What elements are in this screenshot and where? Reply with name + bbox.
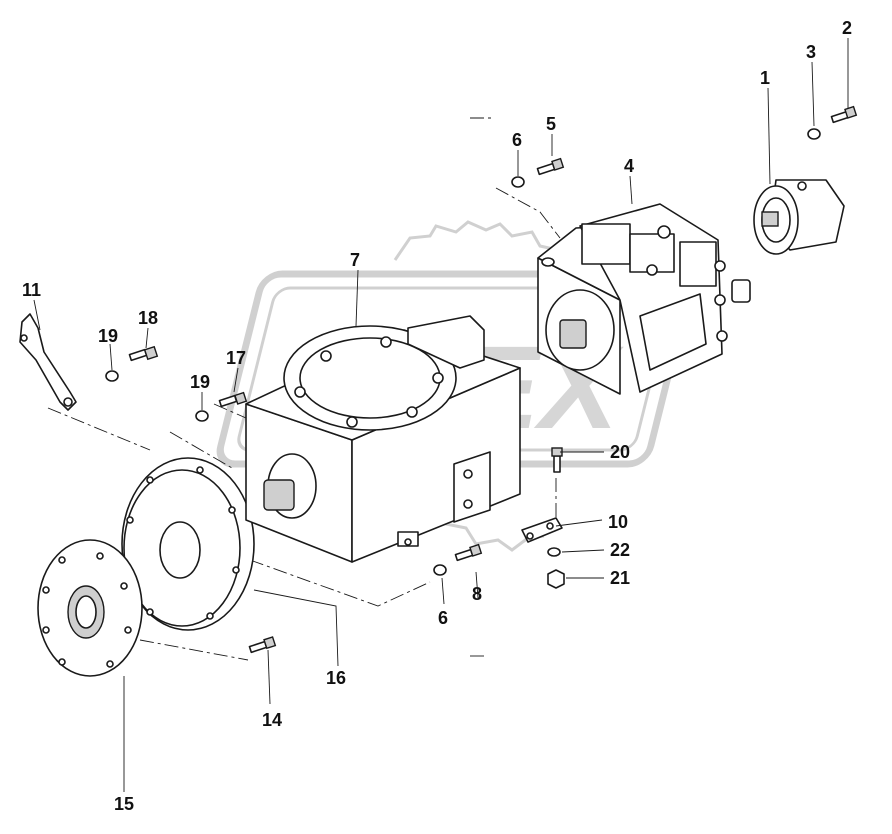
leader-lines — [33, 38, 849, 792]
callout-18: 18 — [138, 308, 158, 328]
callout-21: 21 — [610, 568, 630, 588]
assembly-axes — [47, 117, 561, 661]
part-18-bolt — [128, 345, 159, 362]
callout-2: 2 — [842, 18, 852, 38]
part-5-bolt — [536, 157, 565, 176]
part-6-washer-top — [511, 176, 525, 188]
callout-15: 15 — [114, 794, 134, 814]
axis-line-16 — [249, 559, 431, 607]
part-10-clamp — [521, 517, 563, 543]
part-19-washer-left — [105, 370, 119, 382]
callout-10: 10 — [608, 512, 628, 532]
part-6-washer-bottom — [433, 564, 447, 576]
callout-14: 14 — [262, 710, 282, 730]
part-11-lever — [19, 313, 77, 411]
callout-17: 17 — [226, 348, 246, 368]
axis-line-19-left — [169, 431, 233, 469]
part-2-bolt — [830, 105, 858, 124]
part-3-washer — [807, 128, 821, 140]
part-14-bolt — [248, 636, 277, 654]
callout-3: 3 — [806, 42, 816, 62]
axis-line-coupling-top — [47, 407, 151, 451]
part-19-washer-mid — [195, 410, 209, 422]
callout-19-left: 19 — [98, 326, 118, 346]
callout-6-top: 6 — [512, 130, 522, 150]
part-21-nut — [547, 569, 565, 589]
callout-16: 16 — [326, 668, 346, 688]
part-4-hydraulic-pump — [537, 203, 751, 395]
part-8-bolt — [454, 543, 483, 562]
part-17-bolt — [218, 391, 248, 408]
callout-5: 5 — [546, 114, 556, 134]
part-7-gearbox-housing — [245, 315, 521, 563]
part-16-coupling-flange — [121, 457, 255, 631]
callout-20: 20 — [610, 442, 630, 462]
callout-4: 4 — [624, 156, 634, 176]
callout-1: 1 — [760, 68, 770, 88]
axis-line-17 — [213, 403, 247, 419]
part-15-flex-disc — [37, 539, 143, 677]
callout-7: 7 — [350, 250, 360, 270]
callout-19-mid: 19 — [190, 372, 210, 392]
axis-line-flange-bottom — [139, 639, 249, 661]
axis-line-4 — [495, 187, 561, 239]
callout-8: 8 — [472, 584, 482, 604]
callout-labels: 1 2 3 4 5 6 6 7 8 10 11 14 15 16 17 18 1… — [22, 18, 852, 814]
callout-6-bottom: 6 — [438, 608, 448, 628]
callout-11: 11 — [22, 280, 41, 300]
part-22-washer — [547, 547, 561, 557]
watermark-gear — [393, 220, 562, 265]
part-1-gear-pump — [753, 179, 845, 255]
callout-22: 22 — [610, 540, 630, 560]
